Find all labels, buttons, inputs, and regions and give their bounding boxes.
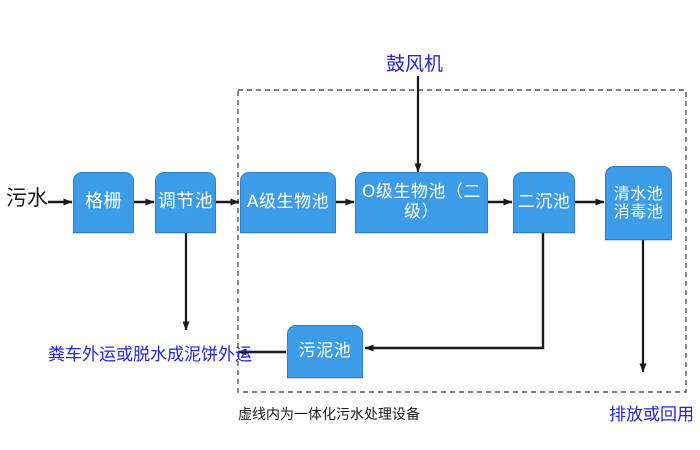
node-grille-label: 格栅 xyxy=(85,191,122,213)
effluent-label: 排放或回用 xyxy=(609,405,694,425)
node-secondary-clarifier[interactable]: 二沉池 xyxy=(513,172,575,233)
node-disinfection-label: 消毒池 xyxy=(613,202,664,221)
inlet-label: 污水 xyxy=(6,186,48,210)
node-a-stage-label: A级生物池 xyxy=(246,191,330,212)
node-o-stage[interactable]: O级生物池（二级） xyxy=(355,172,488,233)
node-sludge-pool-label: 污泥池 xyxy=(298,340,352,361)
node-a-stage[interactable]: A级生物池 xyxy=(240,172,336,233)
node-equalize[interactable]: 调节池 xyxy=(155,172,216,233)
blower-label: 鼓风机 xyxy=(386,53,444,75)
integrated-equipment-boundary xyxy=(237,89,687,393)
node-o-stage-label: O级生物池（二级） xyxy=(362,181,481,222)
node-clearwater-disinfection[interactable]: 清水池 消毒池 xyxy=(605,166,672,240)
node-secondary-clarifier-label: 二沉池 xyxy=(517,191,571,212)
node-sludge-pool[interactable]: 污泥池 xyxy=(287,325,363,378)
sludge-outlet-label: 粪车外运或脱水成泥饼外运 xyxy=(48,345,252,365)
node-equalize-label: 调节池 xyxy=(157,191,214,213)
boundary-caption: 虚线内为一体化污水处理设备 xyxy=(238,407,420,423)
node-grille[interactable]: 格栅 xyxy=(73,172,134,233)
node-clearwater-label: 清水池 xyxy=(613,183,664,203)
arrow-secondary-to-sludge xyxy=(364,233,545,352)
